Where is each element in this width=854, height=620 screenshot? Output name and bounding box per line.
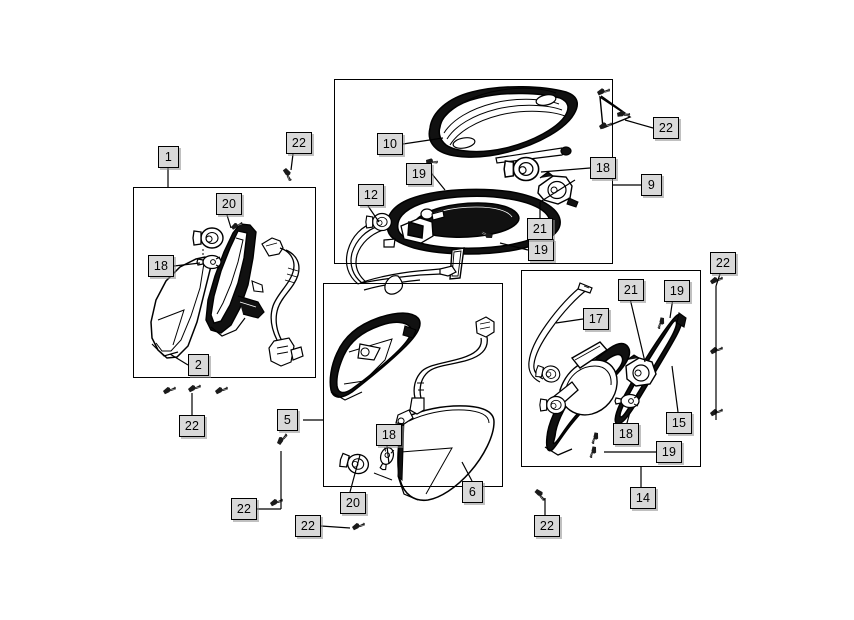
callout-18-rear[interactable]: 18 [376, 424, 402, 446]
panel-license-light [521, 270, 701, 467]
callout-15[interactable]: 15 [666, 412, 692, 434]
callout-22-bottom[interactable]: 22 [295, 515, 321, 537]
callout-10[interactable]: 10 [377, 133, 403, 155]
callout-17[interactable]: 17 [583, 308, 609, 330]
art-screw-22-mid-a [274, 432, 290, 446]
leader-22-mid [257, 451, 282, 510]
art-screw-22-right-c [709, 407, 724, 417]
callout-21-license[interactable]: 21 [618, 279, 644, 301]
callout-6[interactable]: 6 [462, 481, 483, 503]
callout-22-bottomright[interactable]: 22 [534, 515, 560, 537]
callout-18-license[interactable]: 18 [613, 423, 639, 445]
panel-front-indicator [133, 187, 316, 378]
callout-19-c[interactable]: 19 [664, 280, 690, 302]
callout-14[interactable]: 14 [630, 487, 656, 509]
callout-20-front[interactable]: 20 [216, 193, 242, 215]
callout-19-b[interactable]: 19 [528, 239, 554, 261]
callout-18-taillight[interactable]: 18 [590, 157, 616, 179]
callout-9[interactable]: 9 [641, 174, 662, 196]
art-screw-22-left-c [214, 385, 229, 395]
callout-18-front[interactable]: 18 [148, 255, 174, 277]
art-screw-22-top [282, 166, 294, 183]
art-screw-22-left-a [162, 385, 177, 395]
art-screw-22-left-b [187, 383, 202, 393]
leader-22-right [715, 273, 721, 420]
callout-22-left[interactable]: 22 [179, 415, 205, 437]
callout-22-right[interactable]: 22 [710, 252, 736, 274]
art-screw-22-mid-b [269, 497, 284, 507]
callout-22-top[interactable]: 22 [286, 132, 312, 154]
panel-tail-light [334, 79, 613, 264]
leader-22-bracket [624, 119, 654, 129]
leader-22-top [290, 153, 294, 171]
art-screw-22-right-b [709, 345, 724, 355]
callout-21-taillight[interactable]: 21 [527, 218, 553, 240]
art-screw-22-bottom-right [533, 487, 548, 503]
art-screw-22-right-a [709, 275, 724, 285]
callout-1[interactable]: 1 [158, 146, 179, 168]
callout-12[interactable]: 12 [358, 184, 384, 206]
callout-19-a[interactable]: 19 [406, 163, 432, 185]
callout-22-mid[interactable]: 22 [231, 498, 257, 520]
art-bracket-screw-right [616, 109, 631, 119]
callout-22-bracket[interactable]: 22 [653, 117, 679, 139]
callout-2[interactable]: 2 [188, 354, 209, 376]
leader-22-bottom [320, 525, 351, 529]
art-screw-22-bottom [351, 521, 366, 531]
callout-20-rear[interactable]: 20 [340, 492, 366, 514]
callout-19-d[interactable]: 19 [656, 441, 682, 463]
callout-5[interactable]: 5 [277, 409, 298, 431]
panel-rear-indicator [323, 283, 503, 487]
